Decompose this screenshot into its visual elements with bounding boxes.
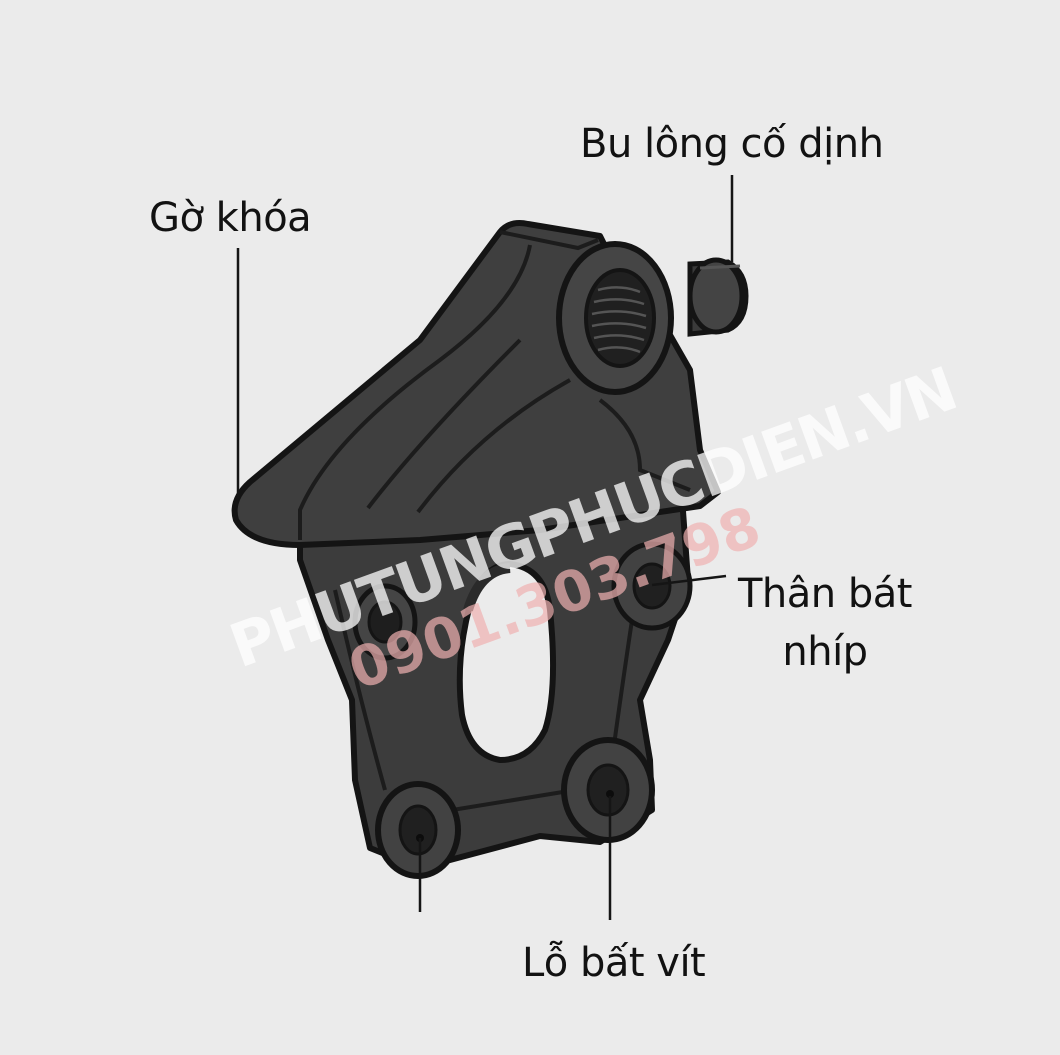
bolt-stud [687,257,749,337]
threaded-boss [556,241,674,395]
label-body-line1: Thân bát [738,571,912,617]
label-bolt: Bu lông cố dịnh [580,121,884,167]
center-slot [456,560,557,764]
label-lock-ridge: Gờ khóa [149,195,312,241]
screw-hole-left [375,781,461,879]
leader-lines [236,175,734,920]
screw-hole-right [561,737,655,843]
label-body-line2: nhíp [782,629,868,675]
leader-body [651,574,727,587]
label-screw-holes: Lỗ bất vít [522,940,706,986]
body-hole [611,541,693,631]
label-body: Thân bát nhíp [738,565,912,681]
left-hole [352,583,418,661]
